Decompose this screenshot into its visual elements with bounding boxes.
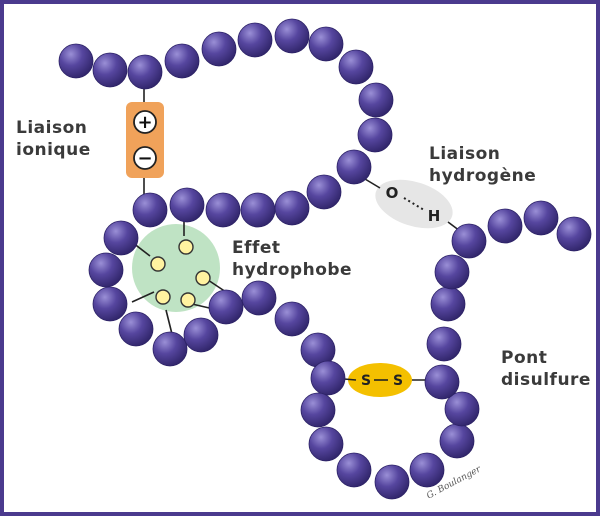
hydrogen-bond-label: Liaison hydrogène	[429, 143, 536, 187]
amino-acid-bead	[92, 52, 128, 88]
amino-acid-bead	[374, 464, 410, 500]
amino-acid-bead	[241, 280, 277, 316]
negative-charge-circle	[133, 146, 157, 170]
amino-acid-bead	[274, 190, 310, 226]
amino-acid-bead	[358, 82, 394, 118]
disulfide-bridge-label-line2: disulfure	[501, 370, 591, 390]
disulfide-bridge-label: Pont disulfure	[501, 347, 591, 391]
amino-acid-bead	[164, 43, 200, 79]
disulfide-bridge-label-line1: Pont	[501, 348, 548, 368]
amino-acid-bead	[308, 26, 344, 62]
amino-acid-bead	[556, 216, 592, 252]
oxygen-atom: O	[386, 184, 399, 202]
hydrophobic-zone	[132, 224, 220, 312]
sulfur-atom-right: S	[393, 373, 403, 389]
amino-acid-bead	[424, 364, 460, 400]
hydrophobic-side-chain-bead	[178, 239, 194, 255]
interaction-zones	[132, 179, 453, 397]
amino-acid-bead	[183, 317, 219, 353]
amino-acid-bead	[169, 187, 205, 223]
hydrophobic-effect-label-line1: Effet	[232, 238, 281, 258]
amino-acid-bead	[434, 254, 470, 290]
ionic-bond-label: Liaison ionique	[16, 117, 91, 161]
amino-acid-bead	[338, 49, 374, 85]
amino-acid-bead	[274, 301, 310, 337]
amino-acid-bead	[487, 208, 523, 244]
amino-acid-bead	[336, 452, 372, 488]
amino-acid-bead	[439, 423, 475, 459]
amino-acid-bead	[451, 223, 487, 259]
minus-symbol: −	[137, 148, 152, 169]
hydrogen-bond-dots	[403, 197, 425, 211]
amino-acid-bead	[306, 174, 342, 210]
amino-acid-bead	[430, 286, 466, 322]
amino-acid-bead	[240, 192, 276, 228]
amino-acid-bead	[357, 117, 393, 153]
amino-acid-bead	[118, 311, 154, 347]
hydrophobic-side-chain-bead	[195, 270, 211, 286]
hydrogen-atom: H	[428, 207, 441, 225]
hydrophobic-link-5	[165, 309, 173, 335]
positive-charge-circle	[133, 110, 157, 134]
amino-acid-bead	[132, 192, 168, 228]
hydrophobic-link-4	[131, 291, 155, 303]
hydrophobic-side-chains	[150, 239, 211, 308]
hydrophobic-side-chain-bead	[155, 289, 171, 305]
amino-acid-bead	[201, 31, 237, 67]
ionic-bond-label-line2: ionique	[16, 140, 91, 160]
amino-acid-bead	[208, 289, 244, 325]
protein-chain-diagram: + − O H S S	[58, 18, 592, 500]
amino-acid-bead	[205, 192, 241, 228]
amino-acid-bead	[152, 331, 188, 367]
amino-acid-bead	[237, 22, 273, 58]
plus-symbol: +	[137, 112, 152, 133]
amino-acid-bead	[58, 43, 94, 79]
amino-acid-bead	[92, 286, 128, 322]
amino-acid-chain	[58, 18, 592, 500]
hydrophobic-side-chain-bead	[180, 292, 196, 308]
amino-acid-bead	[523, 200, 559, 236]
amino-acid-bead	[88, 252, 124, 288]
amino-acid-bead	[409, 452, 445, 488]
ionic-bond-label-line1: Liaison	[16, 118, 88, 138]
sulfur-atom-left: S	[361, 373, 371, 389]
hydrogen-bond-label-line1: Liaison	[429, 144, 501, 164]
hydrogen-bond-label-line2: hydrogène	[429, 166, 537, 186]
hydrophobic-effect-label: Effet hydrophobe	[232, 237, 352, 281]
amino-acid-bead	[310, 360, 346, 396]
hydrophobic-side-chain-bead	[150, 256, 166, 272]
amino-acid-bead	[127, 54, 163, 90]
amino-acid-bead	[444, 391, 480, 427]
amino-acid-bead	[336, 149, 372, 185]
amino-acid-bead	[103, 220, 139, 256]
amino-acid-bead	[300, 392, 336, 428]
amino-acid-bead	[308, 426, 344, 462]
amino-acid-bead	[426, 326, 462, 362]
amino-acid-bead	[274, 18, 310, 54]
hydrophobic-effect-label-line2: hydrophobe	[232, 260, 353, 280]
